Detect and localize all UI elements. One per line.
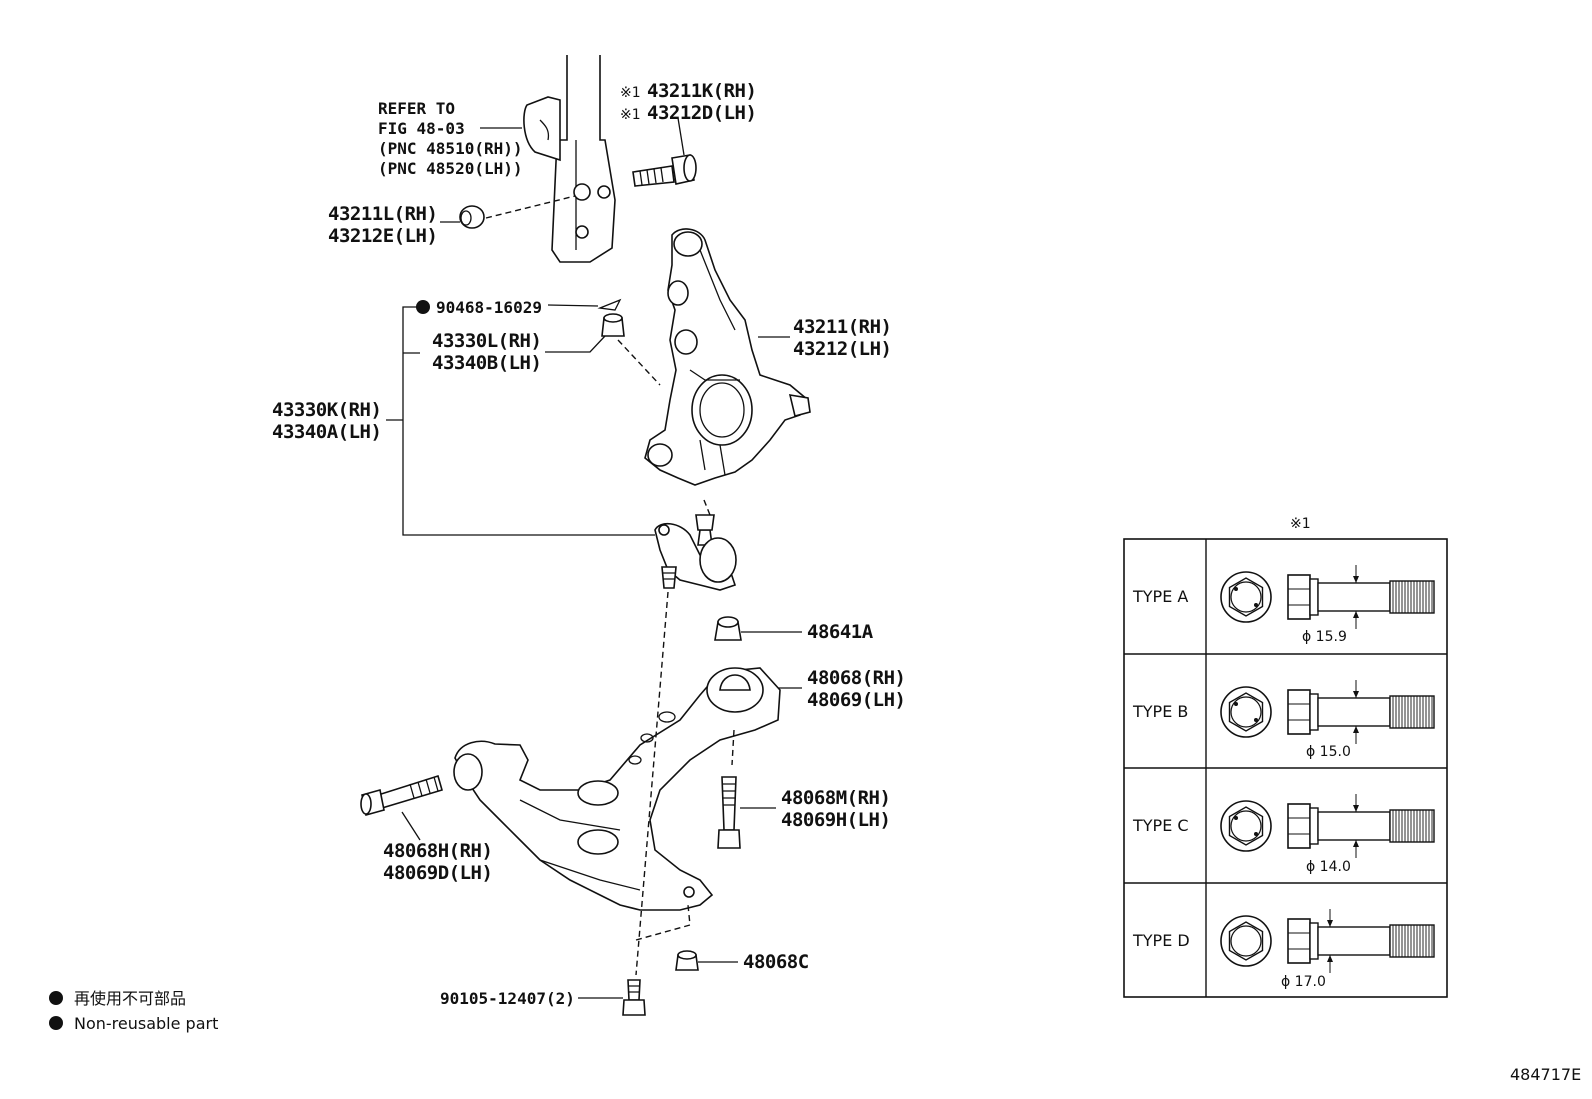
lower-control-arm xyxy=(453,667,781,911)
table-header-mark: ※1 xyxy=(1290,516,1311,532)
nut-48068c xyxy=(675,950,699,971)
bolt-48068m xyxy=(717,776,741,849)
bolt-type-a-icon xyxy=(1220,565,1435,629)
legend-en: Non-reusable part xyxy=(74,1014,218,1033)
figure-id: 484717E xyxy=(1510,1065,1581,1084)
nut-48641a xyxy=(714,616,742,641)
label-43330l: 43330L(RH) xyxy=(432,330,541,352)
bolt-type-b-icon xyxy=(1220,680,1435,744)
label-48068c: 48068C xyxy=(743,951,809,973)
bolt-types-table: ※1 TYPE A TYPE B TYPE C TYPE D ϕ 15.9 ϕ … xyxy=(1123,516,1448,998)
label-90468: 90468-16029 xyxy=(436,298,542,317)
label-43212: 43212(LH) xyxy=(793,338,891,360)
label-43330k: 43330K(RH) xyxy=(272,399,381,421)
dia-label-d: ϕ 17.0 xyxy=(1281,974,1326,990)
dia-label-a: ϕ 15.9 xyxy=(1302,629,1347,645)
legend-jp: 再使用不可部品 xyxy=(74,989,186,1008)
type-label-c: TYPE C xyxy=(1132,816,1189,835)
refer-line2: FIG 48-03 xyxy=(378,119,465,138)
label-48068h: 48068H(RH) xyxy=(383,840,492,862)
label-48641a: 48641A xyxy=(807,621,874,643)
bolt-48068h xyxy=(360,774,443,817)
label-43212e: 43212E(LH) xyxy=(328,225,437,247)
label-90105: 90105-12407(2) xyxy=(440,989,575,1008)
bolt-90105 xyxy=(622,979,646,1016)
bolt-type-d-icon xyxy=(1220,909,1435,973)
ball-joint xyxy=(654,514,737,591)
ref-mark-1: ※1 xyxy=(620,85,641,101)
cotter-pin xyxy=(597,298,622,311)
refer-note: REFER TO FIG 48-03 (PNC 48510(RH)) (PNC … xyxy=(378,99,523,178)
label-48068m: 48068M(RH) xyxy=(781,787,890,809)
ref-mark-2: ※1 xyxy=(620,107,641,123)
label-48069h: 48069H(LH) xyxy=(781,809,890,831)
cam-nut xyxy=(459,205,485,229)
cam-bolt xyxy=(632,154,697,187)
label-43212d: 43212D(LH) xyxy=(647,102,756,124)
non-reusable-dot-icon xyxy=(416,300,430,314)
bolt-type-c-icon xyxy=(1220,794,1435,858)
label-43340b: 43340B(LH) xyxy=(432,352,541,374)
dia-label-b: ϕ 15.0 xyxy=(1306,744,1351,760)
legend-dot-icon xyxy=(49,1016,63,1030)
type-label-a: TYPE A xyxy=(1132,587,1188,606)
legend-dot-icon xyxy=(49,991,63,1005)
legend: 再使用不可部品 Non-reusable part xyxy=(49,989,218,1033)
refer-line1: REFER TO xyxy=(378,99,455,118)
refer-line4: (PNC 48520(LH)) xyxy=(378,159,523,178)
steering-knuckle xyxy=(644,228,811,486)
strut-assembly xyxy=(523,55,616,263)
label-48068: 48068(RH) xyxy=(807,667,905,689)
type-label-d: TYPE D xyxy=(1132,931,1190,950)
label-43211l: 43211L(RH) xyxy=(328,203,437,225)
label-43211: 43211(RH) xyxy=(793,316,891,338)
dia-label-c: ϕ 14.0 xyxy=(1306,859,1351,875)
label-48069d: 48069D(LH) xyxy=(383,862,492,884)
type-label-b: TYPE B xyxy=(1132,702,1188,721)
label-43211k: 43211K(RH) xyxy=(647,80,756,102)
label-48069: 48069(LH) xyxy=(807,689,905,711)
refer-line3: (PNC 48510(RH)) xyxy=(378,139,523,158)
label-43340a: 43340A(LH) xyxy=(272,421,381,443)
castle-nut xyxy=(601,313,625,337)
